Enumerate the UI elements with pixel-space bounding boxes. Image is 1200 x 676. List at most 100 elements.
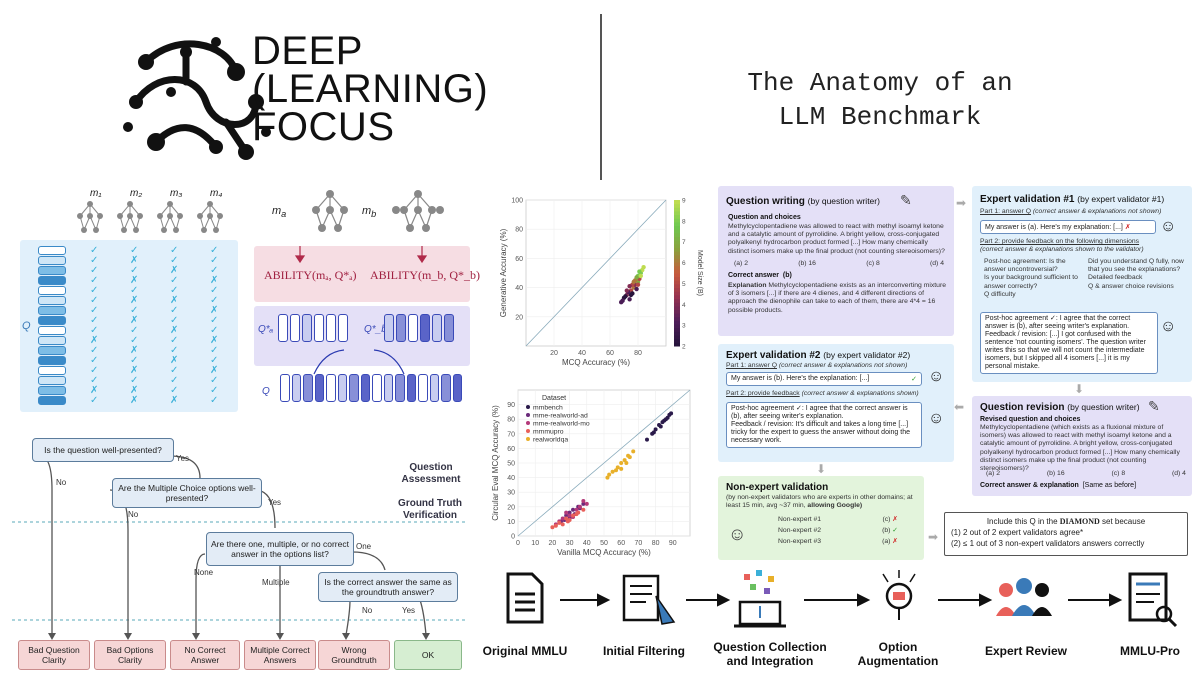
legend-swatch	[526, 413, 530, 417]
rev-correct-label: Correct answer & explanation	[980, 482, 1079, 489]
scatter-point	[631, 279, 636, 284]
non-expert-row: Non-expert #1(c) ✗	[778, 516, 898, 524]
ne-google: allowing Google)	[807, 502, 863, 510]
ev2-p2: Part 2: provide feedback (correct answer…	[726, 390, 952, 398]
qw-correct-label: Correct answer	[728, 272, 779, 279]
q-bar	[38, 366, 66, 375]
scatter-point	[550, 525, 555, 530]
scatter-point	[565, 519, 570, 524]
section-question-assessment: Question Assessment	[401, 462, 461, 485]
ev1-msg2b: Feedback / revision: [...] I got confuse…	[985, 331, 1146, 370]
logo-mark-icon	[123, 37, 271, 160]
colorbar-tick: 3	[682, 323, 686, 330]
x-tick-label: 80	[652, 540, 660, 547]
mb-label: m	[362, 205, 372, 217]
y-tick-label: 70	[507, 431, 515, 438]
check-icon: ✓	[170, 285, 179, 296]
colorbar-segment	[674, 327, 680, 332]
colorbar-tick: 6	[682, 260, 686, 267]
ability-b-text: ABILITY(m_b, Q*_b)	[370, 268, 480, 283]
non-expert-name: Non-expert #3	[778, 538, 822, 546]
rev-title: Question revision (by question writer)	[980, 402, 1140, 413]
ev2-by: (by expert validator #2)	[823, 350, 911, 360]
rev-title-text: Question revision	[980, 402, 1065, 413]
check-icon: ✓	[130, 265, 139, 276]
ne-title: Non-expert validation	[726, 482, 829, 493]
expert-head-icon-2: ☺	[1160, 318, 1177, 335]
scatter-point	[564, 510, 569, 515]
scatter-point	[614, 468, 619, 473]
q-main-label: Q	[262, 386, 270, 397]
network-icon	[77, 201, 103, 233]
qb-label: Q*_b	[364, 324, 387, 335]
cross-icon: ✗	[170, 395, 179, 406]
cross-icon: ✗	[130, 345, 139, 356]
flow-q2: Are the Multiple Choice options well-pre…	[112, 478, 262, 508]
y-tick-label: 30	[507, 490, 515, 497]
non-expert-face-icon: ☺	[728, 524, 747, 544]
subset-bar	[360, 374, 370, 402]
scatter-point	[624, 288, 629, 293]
ne-by: (by non-expert validators who are expert…	[726, 494, 922, 510]
mmlu-pro-document-icon	[1128, 572, 1178, 628]
ev1-title: Expert validation #1 (by expert validato…	[980, 194, 1164, 205]
q-bar	[38, 326, 66, 335]
colorbar-segment	[674, 265, 680, 270]
colorbar-segment	[674, 305, 680, 310]
scatter-point	[553, 523, 558, 528]
scatter-point	[581, 501, 586, 506]
q-bar	[38, 246, 66, 255]
q-bar	[38, 296, 66, 305]
colorbar-tick: 7	[682, 239, 686, 246]
qw-expl-label: Explanation	[728, 282, 767, 289]
title-line-1: The Anatomy of an	[747, 68, 1013, 98]
outcome-wrong-groundtruth: Wrong Groundtruth	[318, 640, 390, 670]
colorbar-tick: 8	[682, 218, 686, 225]
network-icon	[117, 201, 143, 233]
page-title: The Anatomy of an LLM Benchmark	[660, 66, 1100, 134]
scatter-point	[581, 498, 586, 503]
ability-network-icon	[312, 190, 348, 232]
x-tick-label: 40	[583, 540, 591, 547]
flow-yes-2: Yes	[268, 498, 282, 507]
subset-bar	[429, 374, 439, 402]
subset-bar	[396, 314, 406, 342]
colorbar-segment	[674, 262, 680, 267]
document-icon	[506, 572, 544, 624]
check-icon: ✓	[170, 335, 179, 346]
q-bar	[38, 356, 66, 365]
model-label: m₄	[210, 188, 223, 199]
rev-choice-c: (c) 8	[1111, 470, 1126, 477]
diamond-line0a: Include this Q in the	[986, 517, 1058, 526]
qw-choices: (a) 2 (b) 16 (c) 8 (d) 4	[734, 260, 944, 268]
pipeline-graphics	[506, 570, 1178, 628]
x-tick-label: 50	[600, 540, 608, 547]
colorbar-segment	[674, 309, 680, 314]
legend-swatch	[526, 429, 530, 433]
qw-title-text: Question writing	[726, 196, 805, 207]
ev2-msg1-text: My answer is (b). Here's the explanation…	[731, 375, 870, 382]
outcome-ok: OK	[394, 640, 462, 670]
check-icon: ✓	[90, 255, 99, 266]
check-icon: ✓	[911, 376, 917, 383]
qw-title: Question writing (by question writer)	[726, 196, 880, 207]
scatter-point	[628, 292, 634, 298]
flow-no-2: No	[128, 510, 139, 519]
non-expert-answer: (c) ✗	[882, 516, 898, 523]
y-tick-label: 40	[507, 475, 515, 482]
ev1-bullet: Post-hoc agreement: Is the answer uncont…	[984, 258, 1066, 274]
ability-b-args: m_b, Q*_b)	[421, 268, 480, 282]
x-tick-label: 60	[617, 540, 625, 547]
check-icon: ✓	[90, 355, 99, 366]
non-expert-name: Non-expert #2	[778, 527, 822, 535]
q-main-bars	[280, 374, 464, 404]
qw-choice-b: (b) 16	[798, 260, 816, 267]
check-icon: ✓	[90, 395, 99, 406]
check-icon: ✓	[210, 375, 219, 386]
y-tick-label: 0	[511, 534, 515, 541]
ev1-by: (by expert validator #1)	[1077, 194, 1165, 204]
check-icon: ✓	[170, 305, 179, 316]
subset-bar	[337, 374, 347, 402]
rev-choice-d: (d) 4	[1171, 470, 1186, 477]
non-expert-answer: (a) ✗	[882, 538, 898, 546]
